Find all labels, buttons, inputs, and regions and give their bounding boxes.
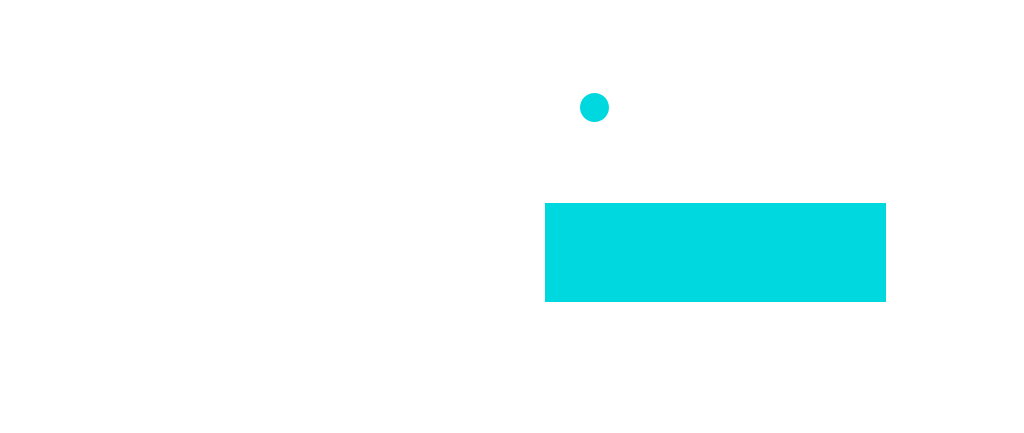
cyan-rectangle-block [545, 203, 886, 302]
cyan-dot-marker [580, 93, 609, 122]
